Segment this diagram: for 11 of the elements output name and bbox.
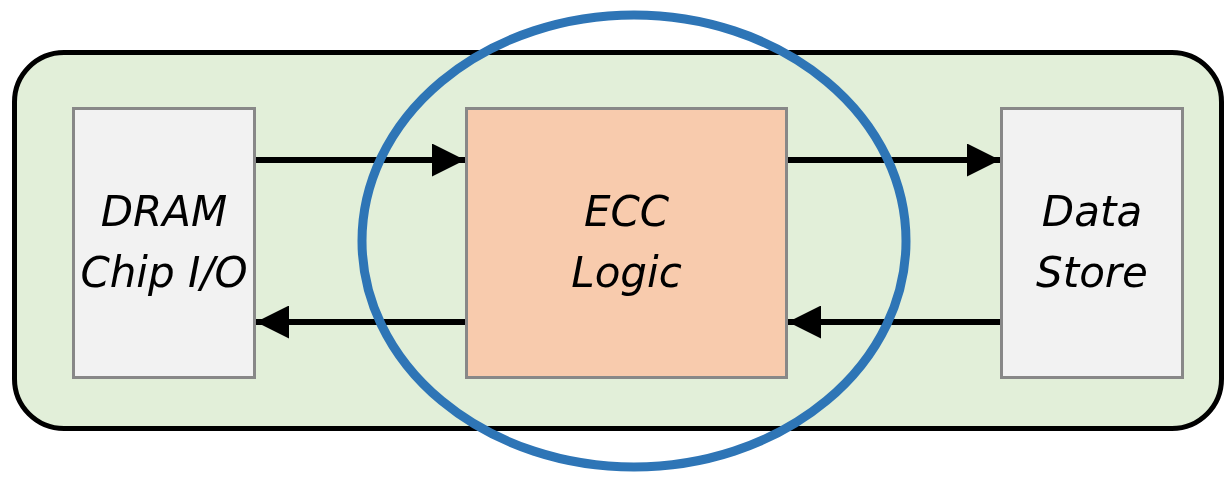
system-panel	[12, 50, 1224, 431]
process-box	[465, 107, 788, 379]
node-label: Data Store	[1035, 186, 1149, 299]
arrow	[788, 143, 1000, 177]
node-label: DRAM Chip I/O	[79, 186, 249, 299]
arrow	[256, 305, 465, 339]
arrow	[256, 143, 465, 177]
process-box	[72, 107, 256, 379]
arrow	[788, 305, 1000, 339]
node-label: ECC Logic	[570, 186, 683, 299]
process-box	[1000, 107, 1184, 379]
